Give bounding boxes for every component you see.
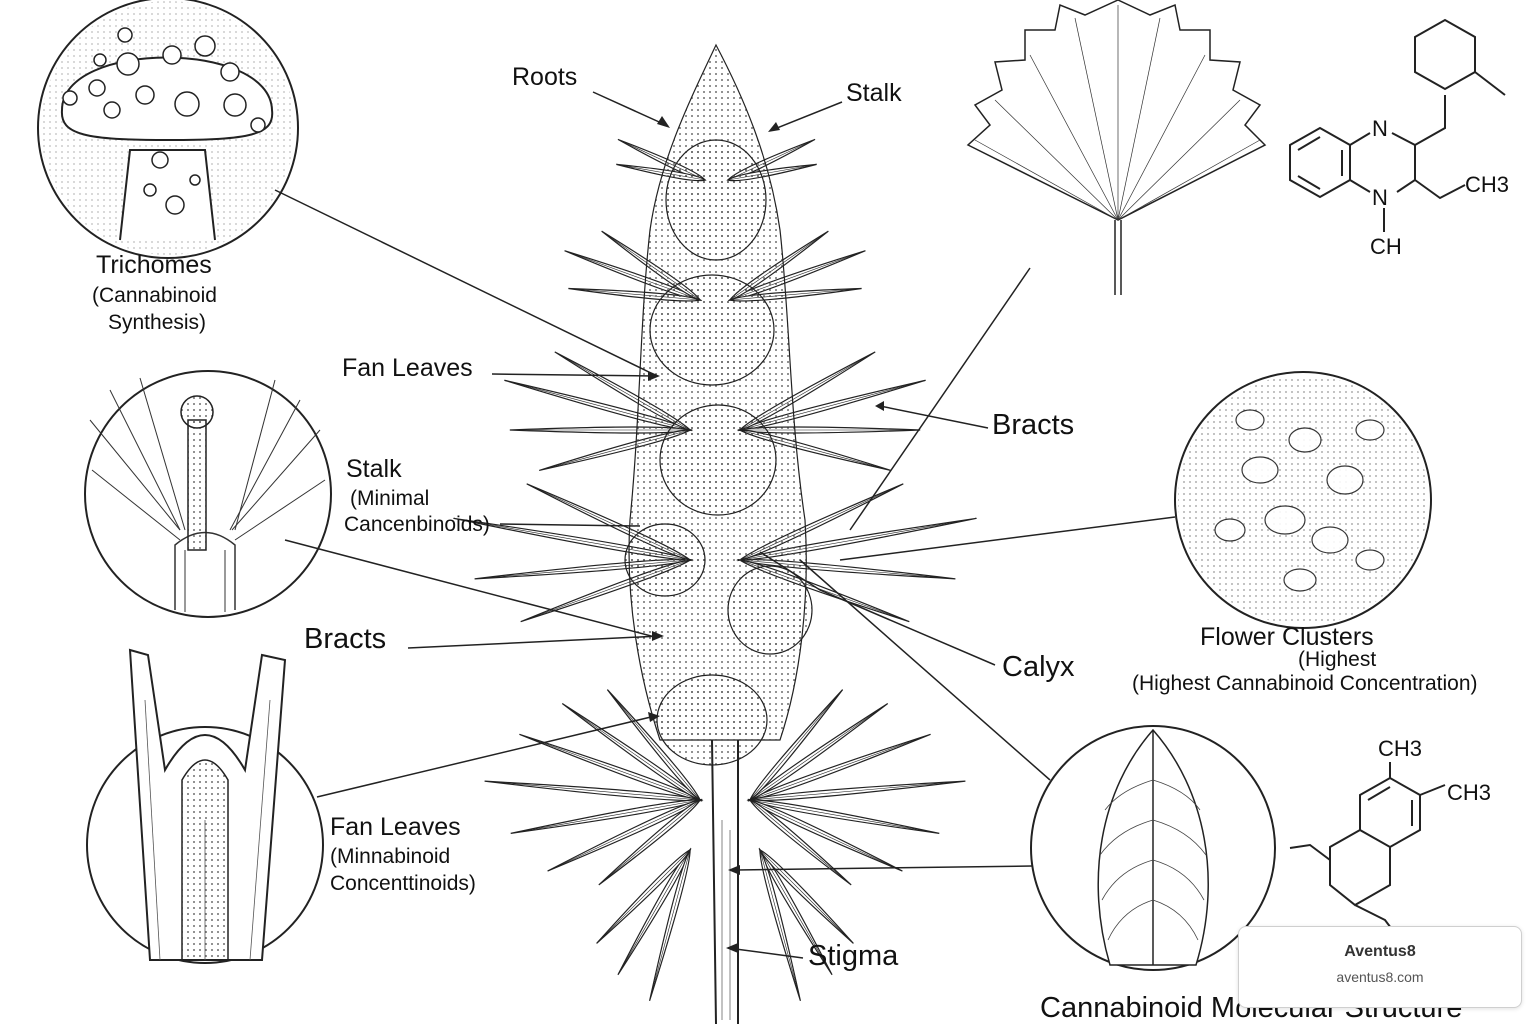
flower-cluster-circle: [1174, 371, 1432, 629]
chem-n1: N: [1372, 116, 1388, 141]
watermark-title: Aventus8: [1344, 943, 1416, 960]
molecule-structure-top: [1289, 18, 1506, 232]
stalk-detail-circle: [84, 370, 332, 618]
watermark-card: Aventus8 aventus8.com: [1238, 926, 1522, 1008]
label-fan-leaves-bottom-sub1: (Minnabinoid: [330, 845, 451, 868]
label-bracts-right: Bracts: [992, 409, 1075, 441]
trichome-detail-circle: [37, 0, 299, 259]
label-calyx: Calyx: [1002, 651, 1075, 683]
label-stigma: Stigma: [808, 940, 899, 972]
chem-ch3-a: CH3: [1465, 172, 1509, 197]
label-bracts-left: Bracts: [304, 623, 387, 655]
label-stalk-left-sub2: Cancenbinoids): [344, 513, 490, 536]
chem-ch3-c: CH3: [1447, 780, 1491, 805]
cannabis-plant: [453, 43, 977, 1024]
calyx-detail-circle: [1030, 725, 1276, 971]
label-fan-leaves-bottom: Fan Leaves: [330, 813, 461, 841]
watermark-url: aventus8.com: [1336, 969, 1424, 985]
leader-arrowheads: [648, 116, 884, 953]
fan-leaf-illustration: [966, 0, 1267, 295]
label-stalk-left-sub1: (Minimal: [350, 487, 430, 510]
label-trichomes-sub2: Synthesis): [108, 311, 207, 334]
chem-n2: N: [1372, 185, 1388, 210]
fan-leaf-detail-circle: [86, 648, 324, 964]
label-trichomes-sub1: (Cannabinoid: [92, 284, 217, 307]
chem-ch3-b: CH3: [1378, 736, 1422, 761]
chem-ch: CH: [1370, 234, 1402, 259]
label-stalk-top: Stalk: [846, 79, 902, 107]
label-roots: Roots: [512, 63, 578, 91]
label-trichomes: Trichomes: [96, 251, 212, 279]
label-fan-leaves-top: Fan Leaves: [342, 354, 473, 382]
label-flower-clusters: Flower Clusters: [1200, 623, 1374, 651]
label-flower-sub: (Highest Cannabinoid Concentration): [1132, 672, 1478, 695]
label-stalk-left: Stalk: [346, 455, 402, 483]
label-flower-overlap: (Highest: [1298, 648, 1377, 671]
label-fan-leaves-bottom-sub2: Concenttinoids): [330, 872, 476, 895]
molecule-structure-bottom: [1289, 762, 1446, 941]
leader-lines: [274, 91, 1176, 959]
